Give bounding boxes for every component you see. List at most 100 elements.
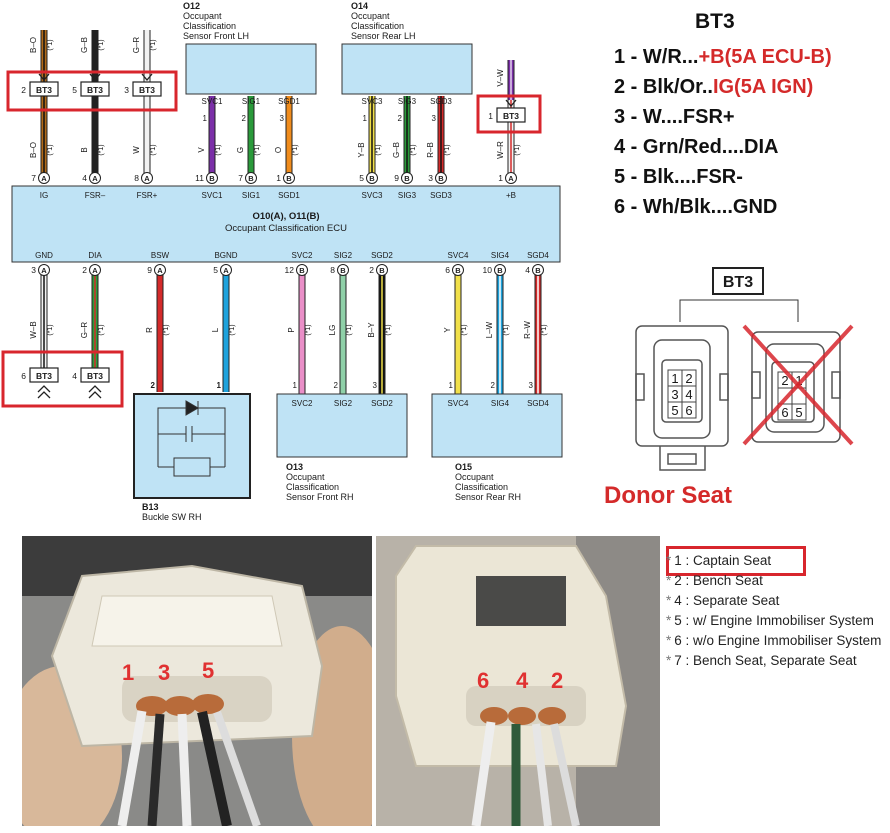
ecu-bottom-wire-note: (*1) bbox=[47, 324, 54, 335]
buckle-switch-name: Buckle SW RH bbox=[142, 512, 202, 522]
bt3-top-right-connector-id: BT3 bbox=[503, 111, 519, 121]
pinout-row-text: 4 - Grn/Red....DIA bbox=[614, 136, 779, 158]
bt3-top-arrow bbox=[38, 73, 50, 82]
o13-pins-pin-name: SGD2 bbox=[371, 399, 393, 408]
o14-pins-pin-name: SIG3 bbox=[398, 97, 417, 106]
ecu-bottom-pin-name: BGND bbox=[214, 251, 237, 260]
ecu-pin-4-connector bbox=[245, 172, 257, 184]
ecu-bottom-pin-name: SGD4 bbox=[527, 251, 549, 260]
top-wires bbox=[40, 30, 515, 178]
ecu-bottom-wire-code: L–W bbox=[485, 321, 494, 338]
ecu-top-wire-note: (*1) bbox=[375, 144, 382, 155]
bt3-bottom-connector bbox=[29, 367, 59, 383]
ecu-bottom-wire-code: R bbox=[145, 327, 154, 333]
bt3-top-connector bbox=[29, 81, 59, 97]
ecu-bottom-pin-6-number: 2 bbox=[369, 265, 374, 275]
o12-pins-pin-name: SIG1 bbox=[242, 97, 261, 106]
ecu-top-wire-code: G–B bbox=[392, 142, 401, 158]
legend-star: * bbox=[666, 653, 672, 668]
o14-pins-pin-name: SGD3 bbox=[430, 97, 452, 106]
ecu-bottom-wire-note: (*1) bbox=[346, 324, 353, 335]
pinout-row: 6 - Wh/Blk....GND bbox=[614, 196, 884, 226]
pinout-row: 2 - Blk/Or..IG(5A IGN) bbox=[614, 76, 884, 106]
sensor-o13-line3: Sensor Front RH bbox=[286, 492, 354, 502]
legend-row: *4 : Separate Seat bbox=[666, 593, 890, 613]
face-cell bbox=[791, 403, 807, 421]
ecu-bottom-pin-8-number: 10 bbox=[483, 265, 493, 275]
face-cell bbox=[681, 401, 697, 419]
face-cell-number: 2 bbox=[781, 373, 788, 388]
ecu-bottom-pin-7-connector bbox=[452, 264, 464, 276]
ecu-pin-2-number: 8 bbox=[134, 173, 139, 183]
bt3-bottom-arrow-2 bbox=[88, 391, 102, 399]
ecu-bottom-pin-name: SGD2 bbox=[371, 251, 393, 260]
bt3-top-upper-wire-code: G–R bbox=[132, 37, 141, 54]
b13-pin-number: 2 bbox=[151, 381, 156, 390]
ecu-bottom-wire-note: (*1) bbox=[305, 324, 312, 335]
bt3-top-upper-wire-note: (*1) bbox=[98, 39, 105, 50]
ecu-bottom-pin-7-number: 6 bbox=[445, 265, 450, 275]
legend-star: * bbox=[666, 573, 672, 588]
ecu-top-wire-code: R–B bbox=[426, 142, 435, 158]
ecu-pin-8-connector-letter: B bbox=[438, 174, 444, 183]
ecu-bottom-wire-note: (*1) bbox=[385, 324, 392, 335]
o15-pins-pin-name: SVC4 bbox=[448, 399, 469, 408]
ecu-top-wire-note: (*1) bbox=[98, 144, 105, 155]
ecu-pin-1-connector-letter: A bbox=[92, 174, 98, 183]
ecu-title: O10(A), O11(B) bbox=[252, 211, 319, 222]
ecu-top-wire-code: G bbox=[236, 147, 245, 153]
face-cell-number: 6 bbox=[781, 405, 788, 420]
ecu-bottom-wire-code: P bbox=[287, 327, 296, 332]
ecu-pin-6-connector bbox=[366, 172, 378, 184]
ecu-bottom-wire-note: (*1) bbox=[503, 324, 510, 335]
pinout-row-power: IG(5A IGN) bbox=[712, 76, 814, 98]
pinout-row-text: 3 - W....FSR+ bbox=[614, 106, 735, 128]
ecu-bottom-pin-9-number: 4 bbox=[525, 265, 530, 275]
ecu-top-wire-code: O bbox=[274, 147, 283, 153]
sensor-o12-line3: Sensor Front LH bbox=[183, 31, 249, 41]
legend-text: 6 : w/o Engine Immobiliser System bbox=[674, 633, 882, 648]
o14-pins-pin-number: 1 bbox=[363, 114, 368, 123]
o14-pins-pin-number: 2 bbox=[398, 114, 403, 123]
ecu-pin-9-connector bbox=[505, 172, 517, 184]
ecu-pin-2-connector bbox=[141, 172, 153, 184]
o12-pins-pin-number: 2 bbox=[242, 114, 247, 123]
ecu-bottom-wire-code: Y bbox=[443, 327, 452, 333]
ecu-bottom-pin-4-connector-letter: B bbox=[299, 266, 305, 275]
bt3-bottom-connector-pin: 6 bbox=[21, 371, 26, 381]
face-cell-number: 1 bbox=[795, 373, 802, 388]
bt3-top-upper-wire-code: B–O bbox=[29, 37, 38, 53]
pinout-list: 1 - W/R...+B(5A ECU-B)2 - Blk/Or..IG(5A … bbox=[614, 46, 884, 226]
bt3-top-connector bbox=[132, 81, 162, 97]
ecu-bottom-pin-1-connector bbox=[89, 264, 101, 276]
o15-pins-pin-number: 2 bbox=[491, 381, 496, 390]
ecu-top-wire-note: (*1) bbox=[292, 144, 299, 155]
bt3-top-connector bbox=[80, 81, 110, 97]
ecu-bottom-pin-5-connector-letter: B bbox=[340, 266, 346, 275]
ecu-bottom-pin-7-connector-letter: B bbox=[455, 266, 461, 275]
o15-pins-pin-name: SGD4 bbox=[527, 399, 549, 408]
pinout-row: 3 - W....FSR+ bbox=[614, 106, 884, 136]
pinout-row: 1 - W/R...+B(5A ECU-B) bbox=[614, 46, 884, 76]
ecu-bottom-pin-5-number: 8 bbox=[330, 265, 335, 275]
ecu-box bbox=[11, 185, 561, 263]
bt3-top-upper-wire-note: (*1) bbox=[150, 39, 157, 50]
o15-pins-pin-number: 3 bbox=[529, 381, 534, 390]
face-cell-number: 4 bbox=[685, 387, 692, 402]
ecu-pin-3-connector-letter: B bbox=[209, 174, 215, 183]
sensor-o15-line1: Occupant bbox=[455, 472, 494, 482]
ecu-top-pin-name: SIG3 bbox=[398, 191, 417, 200]
ecu-bottom-wire-code: W–B bbox=[29, 321, 38, 338]
sensor-o14-box bbox=[341, 43, 473, 95]
highlight-top-right bbox=[476, 94, 542, 134]
ecu-bottom-wire-note: (*1) bbox=[541, 324, 548, 335]
ecu-subtitle: Occupant Classification ECU bbox=[225, 223, 347, 234]
ecu-bottom-pin-8-connector bbox=[494, 264, 506, 276]
